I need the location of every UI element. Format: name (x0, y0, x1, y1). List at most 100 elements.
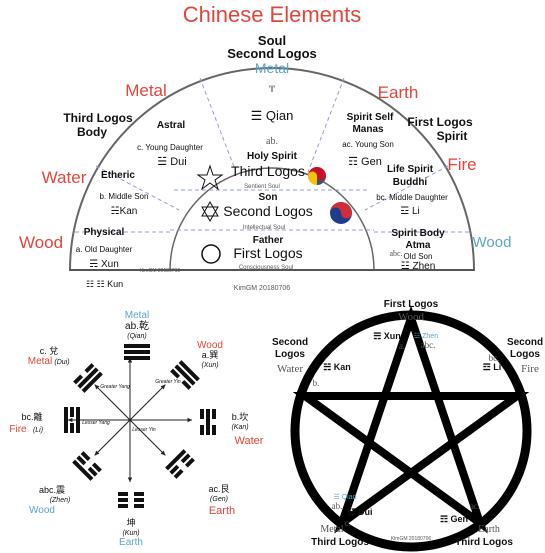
main-title: Chinese Elements (183, 2, 362, 27)
old-daughter-label: a. Old Daughter (76, 245, 133, 254)
bagua-diagram (64, 344, 216, 508)
bagua-ab-qian: ab.乾 (125, 319, 149, 332)
fire-label: Fire (447, 155, 476, 174)
bagua-arrowhead (94, 450, 100, 456)
kan-trigram (200, 409, 216, 435)
star-b: b. (313, 378, 320, 388)
bagua-b-kan: b.坎 (232, 411, 249, 422)
zhen-trigram (72, 451, 102, 481)
hexagram-star-icon (201, 200, 219, 223)
metal-label: Metal (125, 81, 167, 100)
pentagram-diagram (290, 305, 532, 552)
second-logos-center-label: Second Logos (223, 203, 313, 219)
divider (95, 165, 180, 211)
earth-label: Earth (378, 83, 419, 102)
divider (307, 77, 345, 173)
star-first-logos: First Logos (384, 299, 439, 310)
i-label: 'I' (269, 84, 275, 94)
dui-label: ☱ Dui (157, 156, 186, 168)
old-son-label: Old Son (404, 252, 433, 261)
bagua-fire: Fire (9, 424, 27, 435)
divider (364, 165, 449, 211)
lesser-yin-label: Lesser Yin (132, 427, 156, 433)
bagua-wood: Wood (197, 340, 223, 351)
star-bc: bc. (489, 353, 500, 363)
bagua-wood-bottom: Wood (29, 505, 55, 516)
xun-label: ☴ Xun (89, 259, 119, 270)
bagua-water: Water (235, 435, 264, 447)
li-label: ☲ Li (400, 206, 420, 217)
star-second-logos-r1: Second (507, 337, 543, 348)
bagua-metal-top: Metal (125, 310, 149, 321)
third-logos-label: Third Logos (231, 163, 305, 179)
outer-arc (68, 67, 476, 271)
first-logos-spirit-label-1: First Logos (407, 115, 473, 129)
zhen-label: ☳ Zhen (401, 261, 436, 272)
star-earth: Earth (478, 524, 500, 535)
pentagram-small-icon (196, 164, 224, 191)
credit-small: KimGM 20180702 (140, 268, 181, 274)
star-lines (292, 305, 530, 534)
outer-ring (290, 310, 532, 552)
water-label: Water (42, 168, 87, 187)
astral-label: Astral (157, 120, 186, 131)
consciousness-soul-label: Consciousness Soul (239, 265, 293, 271)
metal-top-label: Metal (255, 60, 289, 76)
bagua-zhen: (Zhen) (50, 497, 71, 504)
wood-right-label: Wood (473, 234, 512, 251)
star-second-logos-l2: Logos (275, 349, 305, 360)
star-second-logos-l1: Second (272, 337, 308, 348)
li-trigram (64, 407, 80, 433)
greater-yang-label: Greater Yang (100, 384, 130, 390)
spirit-self-label-1: Spirit Self (347, 112, 394, 123)
bagua-arrowhead (127, 477, 133, 482)
spirit-self-label-2: Manas (352, 124, 384, 135)
middle-son-label: b. Middle Son (100, 192, 149, 201)
sentient-soul-label: Sentient Soul (244, 184, 280, 190)
first-logos-spirit-label-2: Spirit (437, 129, 468, 143)
star-water: Water (277, 363, 303, 375)
life-spirit-label-2: Buddhi (393, 177, 428, 188)
bagua-metal: Metal (28, 356, 52, 367)
wood-label: Wood (19, 233, 63, 252)
star-li: ☲ Li (483, 362, 502, 372)
intellectual-soul-label: Intellectual Soul (243, 225, 285, 231)
star-abc: abc. (421, 340, 436, 350)
father-label: Father (253, 235, 284, 246)
bagua-arrowhead (127, 358, 133, 363)
kan-label: ☵Kan (111, 206, 138, 217)
kun-label: ☷ ☷ Kun (86, 279, 123, 289)
bagua-abc-zhen: abc.震 (39, 485, 65, 495)
inner-arc (169, 167, 375, 271)
first-logos-label: First Logos (233, 245, 302, 261)
circle-icon (201, 244, 221, 264)
gen-label: ☶ Gen (348, 156, 382, 168)
star-metal: Metal (320, 524, 344, 535)
credit-top: KimGM 20180706 (234, 285, 291, 292)
taeguk-icon (330, 202, 352, 224)
holy-spirit-label: Holy Spirit (247, 151, 298, 162)
star-third-logos-r: Third Logos (455, 537, 513, 548)
xun-trigram (170, 360, 200, 390)
star-a: a. (399, 341, 405, 351)
life-spirit-label-1: Life Spirit (387, 164, 434, 175)
third-logos-body-label-1: Third Logos (63, 111, 133, 125)
bagua-earth: Earth (209, 505, 235, 517)
bagua-qian: (Qian) (127, 333, 146, 340)
bagua-arrowhead (68, 417, 73, 423)
bagua-a-xun: a.巽 (202, 350, 219, 360)
abc-label: abc. (389, 249, 402, 258)
star-qian: ☰ Qian (333, 494, 356, 501)
star-ab: ab. (332, 501, 343, 511)
star-dui: ☱ Dui (347, 507, 372, 517)
star-second-logos-r2: Logos (510, 349, 540, 360)
bagua-kan: (Kan) (231, 424, 248, 431)
physical-label: Physical (84, 227, 125, 238)
bagua-arrowhead (94, 384, 100, 390)
ab-label: ab. (266, 136, 278, 147)
bagua-ac-gen: ac.艮 (208, 484, 229, 494)
star-fire: Fire (521, 363, 539, 375)
bagua-arrow (129, 384, 166, 421)
bagua-arrowhead (187, 417, 192, 423)
